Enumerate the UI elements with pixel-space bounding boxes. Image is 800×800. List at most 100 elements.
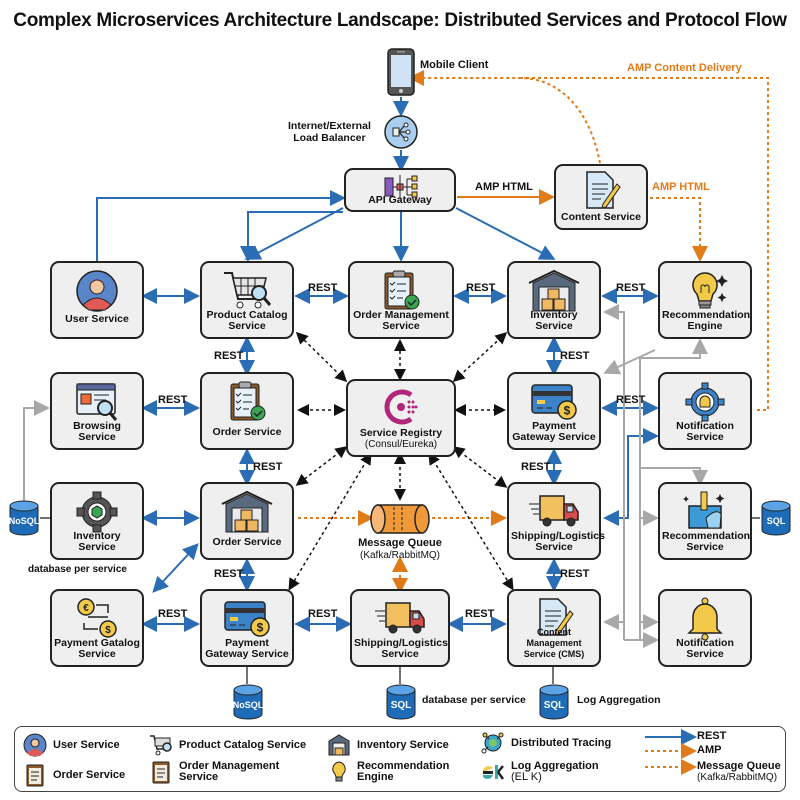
mobile-client-label: Mobile Client — [420, 59, 489, 71]
consul-icon — [384, 389, 418, 425]
recommendation-service[interactable]: Recommendation Service — [658, 482, 752, 560]
legend-mq-label: Message Queue(Kafka/RabbitMQ) — [697, 760, 781, 784]
legend-item-user-service: User Service — [23, 733, 120, 757]
shipping-logistics-service-2[interactable]: Shipping/Logistics Service — [350, 589, 450, 667]
lightbulb-icon — [332, 761, 346, 782]
user-service[interactable]: User Service — [50, 261, 144, 339]
rest-label: REST — [308, 282, 338, 294]
database-per-service-note: database per service — [28, 564, 127, 575]
shipping-2-label: Shipping/Logistics Service — [354, 637, 448, 660]
order-service-2-label: Order Service — [212, 536, 282, 548]
rest-label: REST — [466, 282, 496, 294]
edge-user-gateway — [96, 190, 346, 262]
order-management-service[interactable]: Order Management Service — [348, 261, 454, 339]
rest-label: REST — [465, 608, 495, 620]
rest-label: REST — [616, 282, 646, 294]
clipboard-check-icon — [384, 270, 420, 310]
product-catalog-service[interactable]: Product Catalog Service — [200, 261, 294, 339]
order-service-1[interactable]: Order Service — [200, 372, 294, 450]
cart-search-icon — [224, 272, 272, 309]
cms-label: Content Management Service (CMS) — [523, 627, 585, 659]
order-service-2[interactable]: Order Service — [200, 482, 294, 560]
service-registry[interactable]: Service Registry(Consul/Eureka) — [346, 379, 456, 457]
notification-service-2[interactable]: Notification Service — [658, 589, 752, 667]
database-per-service-note-bottom: database per service — [422, 694, 526, 706]
document-edit-icon — [539, 598, 574, 636]
truck-icon — [375, 602, 425, 634]
amp-html-label-2: AMP HTML — [652, 181, 710, 193]
shipping-logistics-service-1[interactable]: Shipping/Logistics Service — [507, 482, 605, 560]
legend-item-distributed-tracing: Distributed Tracing — [481, 731, 611, 755]
content-management-service[interactable]: Content Management Service (CMS) — [507, 589, 601, 667]
clipboard-icon — [152, 761, 170, 784]
diagram-title: Complex Microservices Architecture Lands… — [13, 10, 787, 31]
legend-amp-label: AMP — [697, 744, 722, 756]
svg-text:NoSQL: NoSQL — [233, 700, 264, 710]
payment-gateway-service-1[interactable]: $ Payment Gateway Service — [507, 372, 601, 450]
bell-icon — [687, 597, 723, 641]
amp-html-label-1: AMP HTML — [475, 181, 533, 193]
service-registry-label: Service Registry(Consul/Eureka) — [359, 427, 443, 451]
recommendation-engine[interactable]: Recommendation Engine — [658, 261, 752, 339]
database-icon: SQL — [386, 684, 416, 720]
lightbulb-icon — [692, 272, 728, 309]
notification-service-1[interactable]: Notification Service — [658, 372, 752, 450]
legend-rest-label: REST — [697, 730, 727, 742]
legend-item-product-catalog: Product Catalog Service — [149, 733, 306, 757]
database-icon: NoSQL — [9, 500, 40, 536]
inventory-service-top[interactable]: Inventory Service — [507, 261, 601, 339]
rest-label: REST — [560, 568, 590, 580]
rest-label: REST — [158, 394, 188, 406]
user-service-label: User Service — [65, 313, 129, 325]
amp-content-delivery-label: AMP Content Delivery — [627, 62, 742, 74]
nosql-database-bottom[interactable]: NoSQL — [232, 684, 264, 720]
api-gateway[interactable]: API Gateway — [344, 168, 456, 212]
edge-gateway-inventory — [455, 207, 556, 260]
inventory-left-label: Inventory Service — [73, 530, 121, 553]
payment-gateway-2-label: Payment Gateway Service — [205, 637, 289, 660]
rest-label: REST — [616, 394, 646, 406]
load-balancer[interactable] — [383, 114, 419, 150]
queue-cylinder-icon — [370, 504, 430, 534]
order-service-1-label: Order Service — [212, 426, 282, 438]
rest-label: REST — [253, 461, 283, 473]
warehouse-icon — [221, 490, 273, 533]
rest-label: REST — [214, 568, 244, 580]
database-icon: SQL — [761, 500, 791, 536]
edge-amp-delivery — [408, 70, 601, 164]
user-icon — [23, 733, 47, 757]
order-management-label: Order Management Service — [353, 309, 449, 332]
sql-database-right[interactable]: SQL — [760, 500, 791, 536]
elk-icon — [483, 765, 505, 780]
nosql-database-left[interactable]: NoSQL — [8, 500, 40, 536]
legend-item-inventory: Inventory Service — [327, 733, 449, 757]
mobile-client[interactable] — [386, 48, 416, 96]
inventory-service-left[interactable]: Inventory Service — [50, 482, 144, 560]
payment-gateway-service-2[interactable]: $ Payment Gateway Service — [200, 589, 294, 667]
content-service[interactable]: Content Service — [554, 164, 648, 230]
svg-text:$: $ — [257, 621, 264, 635]
message-queue[interactable] — [368, 502, 432, 536]
payment-catalog-label: Payment Gatalog Service — [54, 637, 140, 660]
browsing-service-label: Browsing Service — [73, 420, 121, 443]
edge-gateway-catalog — [244, 207, 344, 260]
currency-exchange-icon: €$ — [77, 598, 117, 638]
product-catalog-label: Product Catalog Service — [206, 309, 288, 332]
truck-icon — [529, 495, 579, 527]
rest-label: REST — [308, 608, 338, 620]
browser-search-icon — [76, 383, 118, 421]
magic-folder-icon — [683, 491, 725, 529]
svg-text:SQL: SQL — [391, 700, 412, 711]
payment-catalog-service[interactable]: €$ Payment Gatalog Service — [50, 589, 144, 667]
warehouse-icon — [528, 269, 580, 312]
browsing-service[interactable]: Browsing Service — [50, 372, 144, 450]
clipboard-check-icon — [230, 381, 266, 421]
sql-database-bottom-1[interactable]: SQL — [385, 684, 416, 720]
phone-icon — [387, 48, 415, 96]
recommendation-engine-label: Recommendation Engine — [662, 309, 751, 332]
sql-database-bottom-2[interactable]: SQL — [538, 684, 569, 720]
notification-1-label: Notification Service — [676, 420, 734, 443]
svg-text:SQL: SQL — [544, 700, 565, 711]
legend-item-log-aggregation: Log Aggregation(EL K) — [481, 760, 599, 784]
